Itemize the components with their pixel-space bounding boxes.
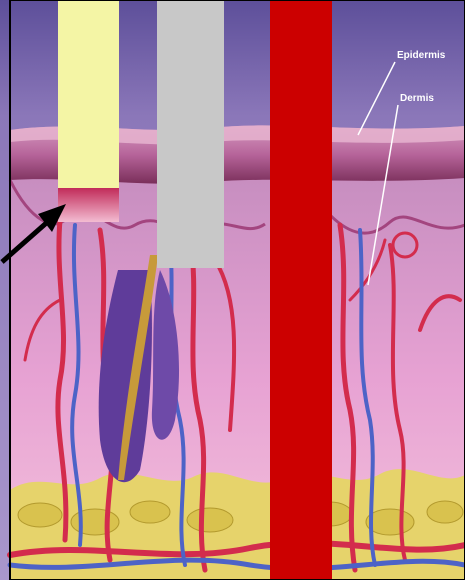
yellow-bar bbox=[58, 0, 119, 188]
gray-bar bbox=[157, 0, 224, 268]
red-bar bbox=[270, 0, 332, 580]
dermis-label: Dermis bbox=[400, 93, 434, 104]
yellow-bar-tip bbox=[58, 188, 119, 222]
epidermis-label: Epidermis bbox=[397, 50, 446, 61]
